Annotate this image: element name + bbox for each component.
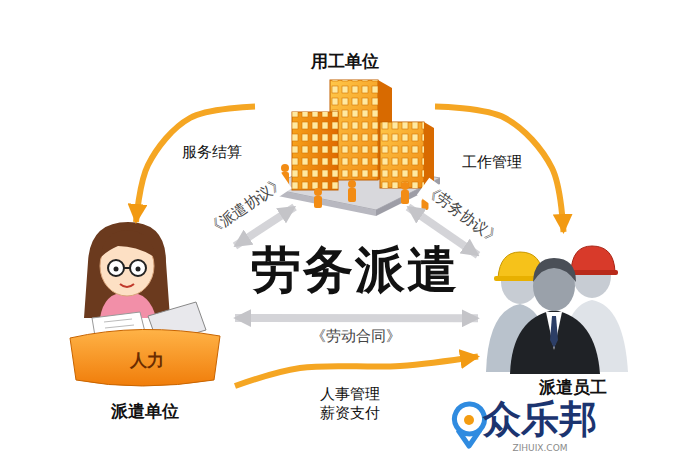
building-illustration-part-part bbox=[401, 190, 409, 204]
diagram-title: 劳务派遣 bbox=[251, 237, 459, 304]
staff-illustration bbox=[70, 222, 220, 386]
building-illustration-part-part bbox=[314, 188, 322, 196]
workers-illustration-part bbox=[510, 310, 600, 374]
watermark-logo-part bbox=[458, 430, 480, 446]
building-illustration-part bbox=[424, 122, 434, 188]
building-illustration-part-part bbox=[422, 199, 429, 210]
building-illustration-part bbox=[292, 112, 338, 190]
node-label: 派遣单位 bbox=[108, 400, 182, 422]
building-illustration-part-part bbox=[422, 193, 429, 200]
staff-illustration-part bbox=[70, 329, 220, 386]
staff-illustration-part bbox=[130, 260, 146, 276]
watermark-logo-part bbox=[464, 415, 474, 425]
dispatched-staff: 派遣员工 bbox=[478, 232, 668, 398]
building-illustration-part-part bbox=[281, 164, 289, 172]
flow-arrow bbox=[136, 107, 255, 222]
dispatch-agency: 派遣单位 bbox=[55, 222, 235, 422]
flow-label: 工作管理 bbox=[459, 152, 525, 173]
workers-illustration bbox=[486, 246, 628, 374]
watermark-logo bbox=[455, 404, 485, 446]
agreement-label: 《派遣协议》 bbox=[200, 171, 291, 242]
staff-illustration-part bbox=[105, 325, 134, 328]
flow-arrow bbox=[235, 357, 478, 387]
agreement-arrow bbox=[235, 207, 295, 246]
workers-illustration-part bbox=[550, 316, 558, 348]
node-label: 派遣员工 bbox=[536, 376, 610, 398]
employer-unit: 用工单位 bbox=[255, 50, 435, 207]
staff-illustration-part bbox=[124, 267, 130, 269]
building-illustration-part-part bbox=[348, 180, 356, 188]
building-illustration-part bbox=[281, 164, 429, 210]
staff-illustration-part bbox=[108, 260, 124, 276]
staff-illustration-part bbox=[84, 222, 170, 318]
flow-arrow bbox=[435, 107, 564, 232]
staff-illustration-part bbox=[120, 284, 134, 287]
building-illustration-part-part bbox=[314, 196, 322, 208]
watermark-url: ZIHUIX.COM bbox=[513, 444, 568, 454]
watermark: 众乐邦 bbox=[483, 399, 597, 441]
building-illustration-part-part bbox=[401, 182, 409, 190]
flow-label: 人事管理 薪资支付 bbox=[314, 384, 386, 424]
staff-illustration-part bbox=[114, 267, 119, 272]
building-illustration-part-part bbox=[348, 188, 356, 202]
agreement-label: 《劳动合同》 bbox=[308, 326, 404, 347]
agreement-arrow bbox=[408, 207, 478, 255]
desk-sign: 人力 bbox=[130, 351, 164, 370]
workers-illustration-part bbox=[546, 312, 562, 350]
staff-illustration-part bbox=[136, 267, 141, 272]
node-label: 用工单位 bbox=[308, 50, 382, 72]
building-illustration bbox=[268, 80, 440, 216]
flow-label: 服务结算 bbox=[179, 142, 245, 163]
staff-illustration-part bbox=[100, 230, 156, 258]
building-illustration-part-part bbox=[281, 172, 289, 186]
building-illustration-part bbox=[292, 112, 338, 190]
staff-illustration-part bbox=[104, 319, 132, 322]
workers-illustration-part bbox=[533, 258, 576, 282]
agreement-label: 《劳务协议》 bbox=[417, 177, 507, 250]
building-illustration-part bbox=[380, 122, 424, 188]
agreement-arrow bbox=[235, 314, 478, 322]
workers-illustration-part bbox=[571, 246, 615, 272]
building-illustration-part bbox=[380, 122, 424, 188]
